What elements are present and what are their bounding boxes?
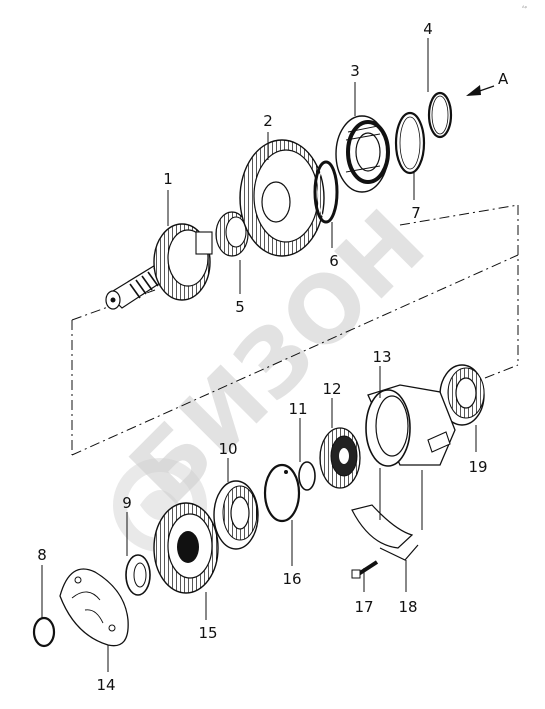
part-6-snap-ring xyxy=(313,160,339,224)
corner-mark: ᴬᵖ xyxy=(522,5,528,12)
callout-16: 16 xyxy=(282,570,301,588)
callout-3: 3 xyxy=(350,62,360,80)
part-12-gear xyxy=(319,427,361,489)
part-17-bolt xyxy=(351,560,379,579)
callout-5: 5 xyxy=(235,298,245,316)
part-15-gear xyxy=(153,502,219,594)
callout-1: 1 xyxy=(163,170,173,188)
callout-8: 8 xyxy=(37,546,47,564)
callout-labels: 1 2 3 4 5 6 7 8 9 10 11 12 13 14 15 16 1… xyxy=(37,20,487,694)
callout-11: 11 xyxy=(288,400,307,418)
leader-lines xyxy=(41,38,477,672)
part-3-synchronizer xyxy=(335,115,390,193)
callout-19: 19 xyxy=(468,458,487,476)
callout-2: 2 xyxy=(263,112,273,130)
callout-17: 17 xyxy=(354,598,373,616)
part-18-shift-fork xyxy=(351,504,419,561)
callout-14: 14 xyxy=(96,676,115,694)
view-direction-arrow: A xyxy=(466,70,509,96)
part-19-bearing xyxy=(439,364,485,426)
part-13-housing xyxy=(365,384,456,467)
part-7-ring xyxy=(394,111,426,175)
part-9-washer xyxy=(125,554,151,596)
part-5-needle-bearing xyxy=(215,211,249,257)
callout-18: 18 xyxy=(398,598,417,616)
part-10-bearing xyxy=(213,480,259,550)
part-11-ring xyxy=(298,461,316,491)
part-14-plate xyxy=(59,568,129,647)
callout-15: 15 xyxy=(198,624,217,642)
part-2-gear xyxy=(239,139,325,257)
callout-10: 10 xyxy=(218,440,237,458)
callout-12: 12 xyxy=(322,380,341,398)
callout-6: 6 xyxy=(329,252,339,270)
part-16-snap-ring xyxy=(263,463,301,523)
part-8-ring xyxy=(32,616,56,648)
view-direction-label: A xyxy=(498,70,509,88)
callout-9: 9 xyxy=(122,494,132,512)
part-1-input-shaft xyxy=(105,223,213,310)
callout-13: 13 xyxy=(372,348,391,366)
callout-4: 4 xyxy=(423,20,433,38)
callout-7: 7 xyxy=(411,204,421,222)
part-4-snap-ring xyxy=(427,91,453,139)
